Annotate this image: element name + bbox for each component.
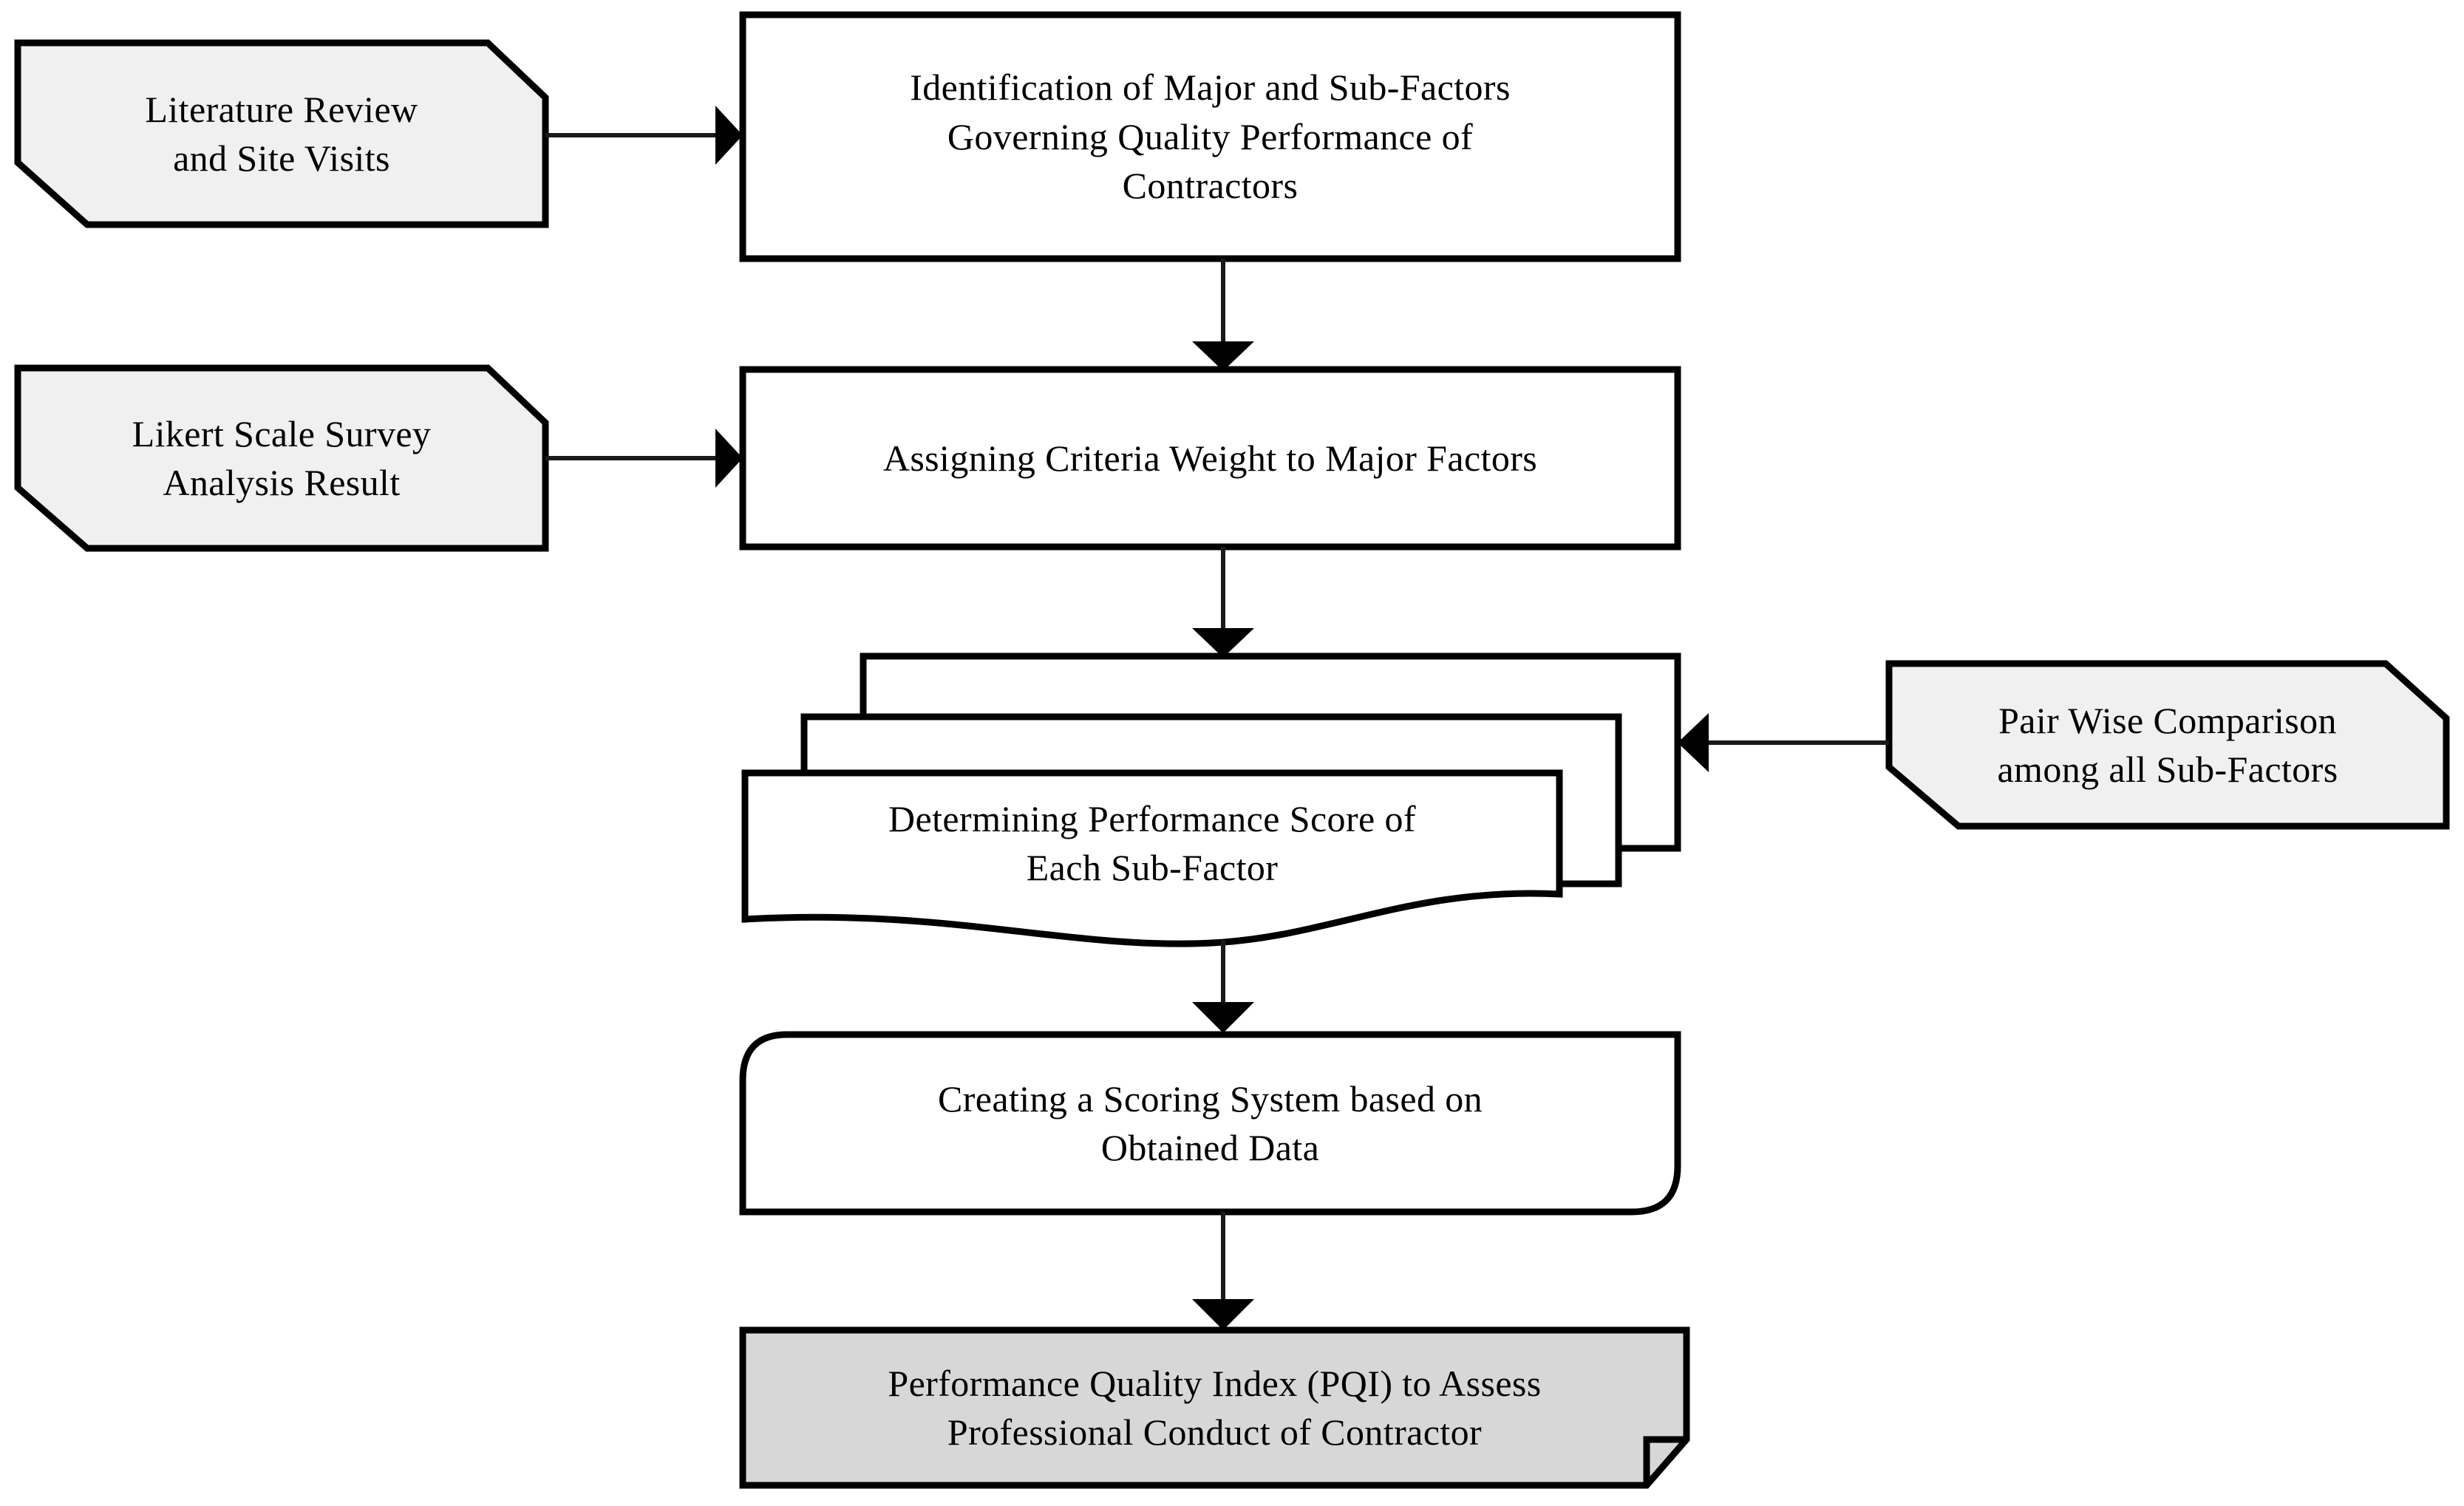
connector-pairwise-to-determining <box>1678 713 1889 772</box>
node-pair-wise[interactable] <box>1885 660 2450 830</box>
connector-scoring-to-pqi <box>1192 1212 1254 1330</box>
connector-identification-to-assigning <box>1192 259 1254 371</box>
node-determining-score[interactable] <box>741 653 1681 947</box>
node-assigning-weight[interactable] <box>739 366 1681 551</box>
folded-corner-icon <box>1643 1436 1687 1485</box>
connector-likert-to-assigning <box>545 429 743 488</box>
connector-determining-to-scoring <box>1192 940 1254 1033</box>
node-pqi-result[interactable] <box>739 1326 1690 1489</box>
node-likert-survey[interactable] <box>14 364 549 552</box>
connector-assigning-to-determining <box>1192 547 1254 658</box>
node-scoring-system[interactable] <box>739 1031 1681 1216</box>
node-literature-review[interactable] <box>14 39 549 228</box>
node-identification[interactable] <box>739 11 1681 262</box>
connector-literature-to-identification <box>545 106 743 165</box>
